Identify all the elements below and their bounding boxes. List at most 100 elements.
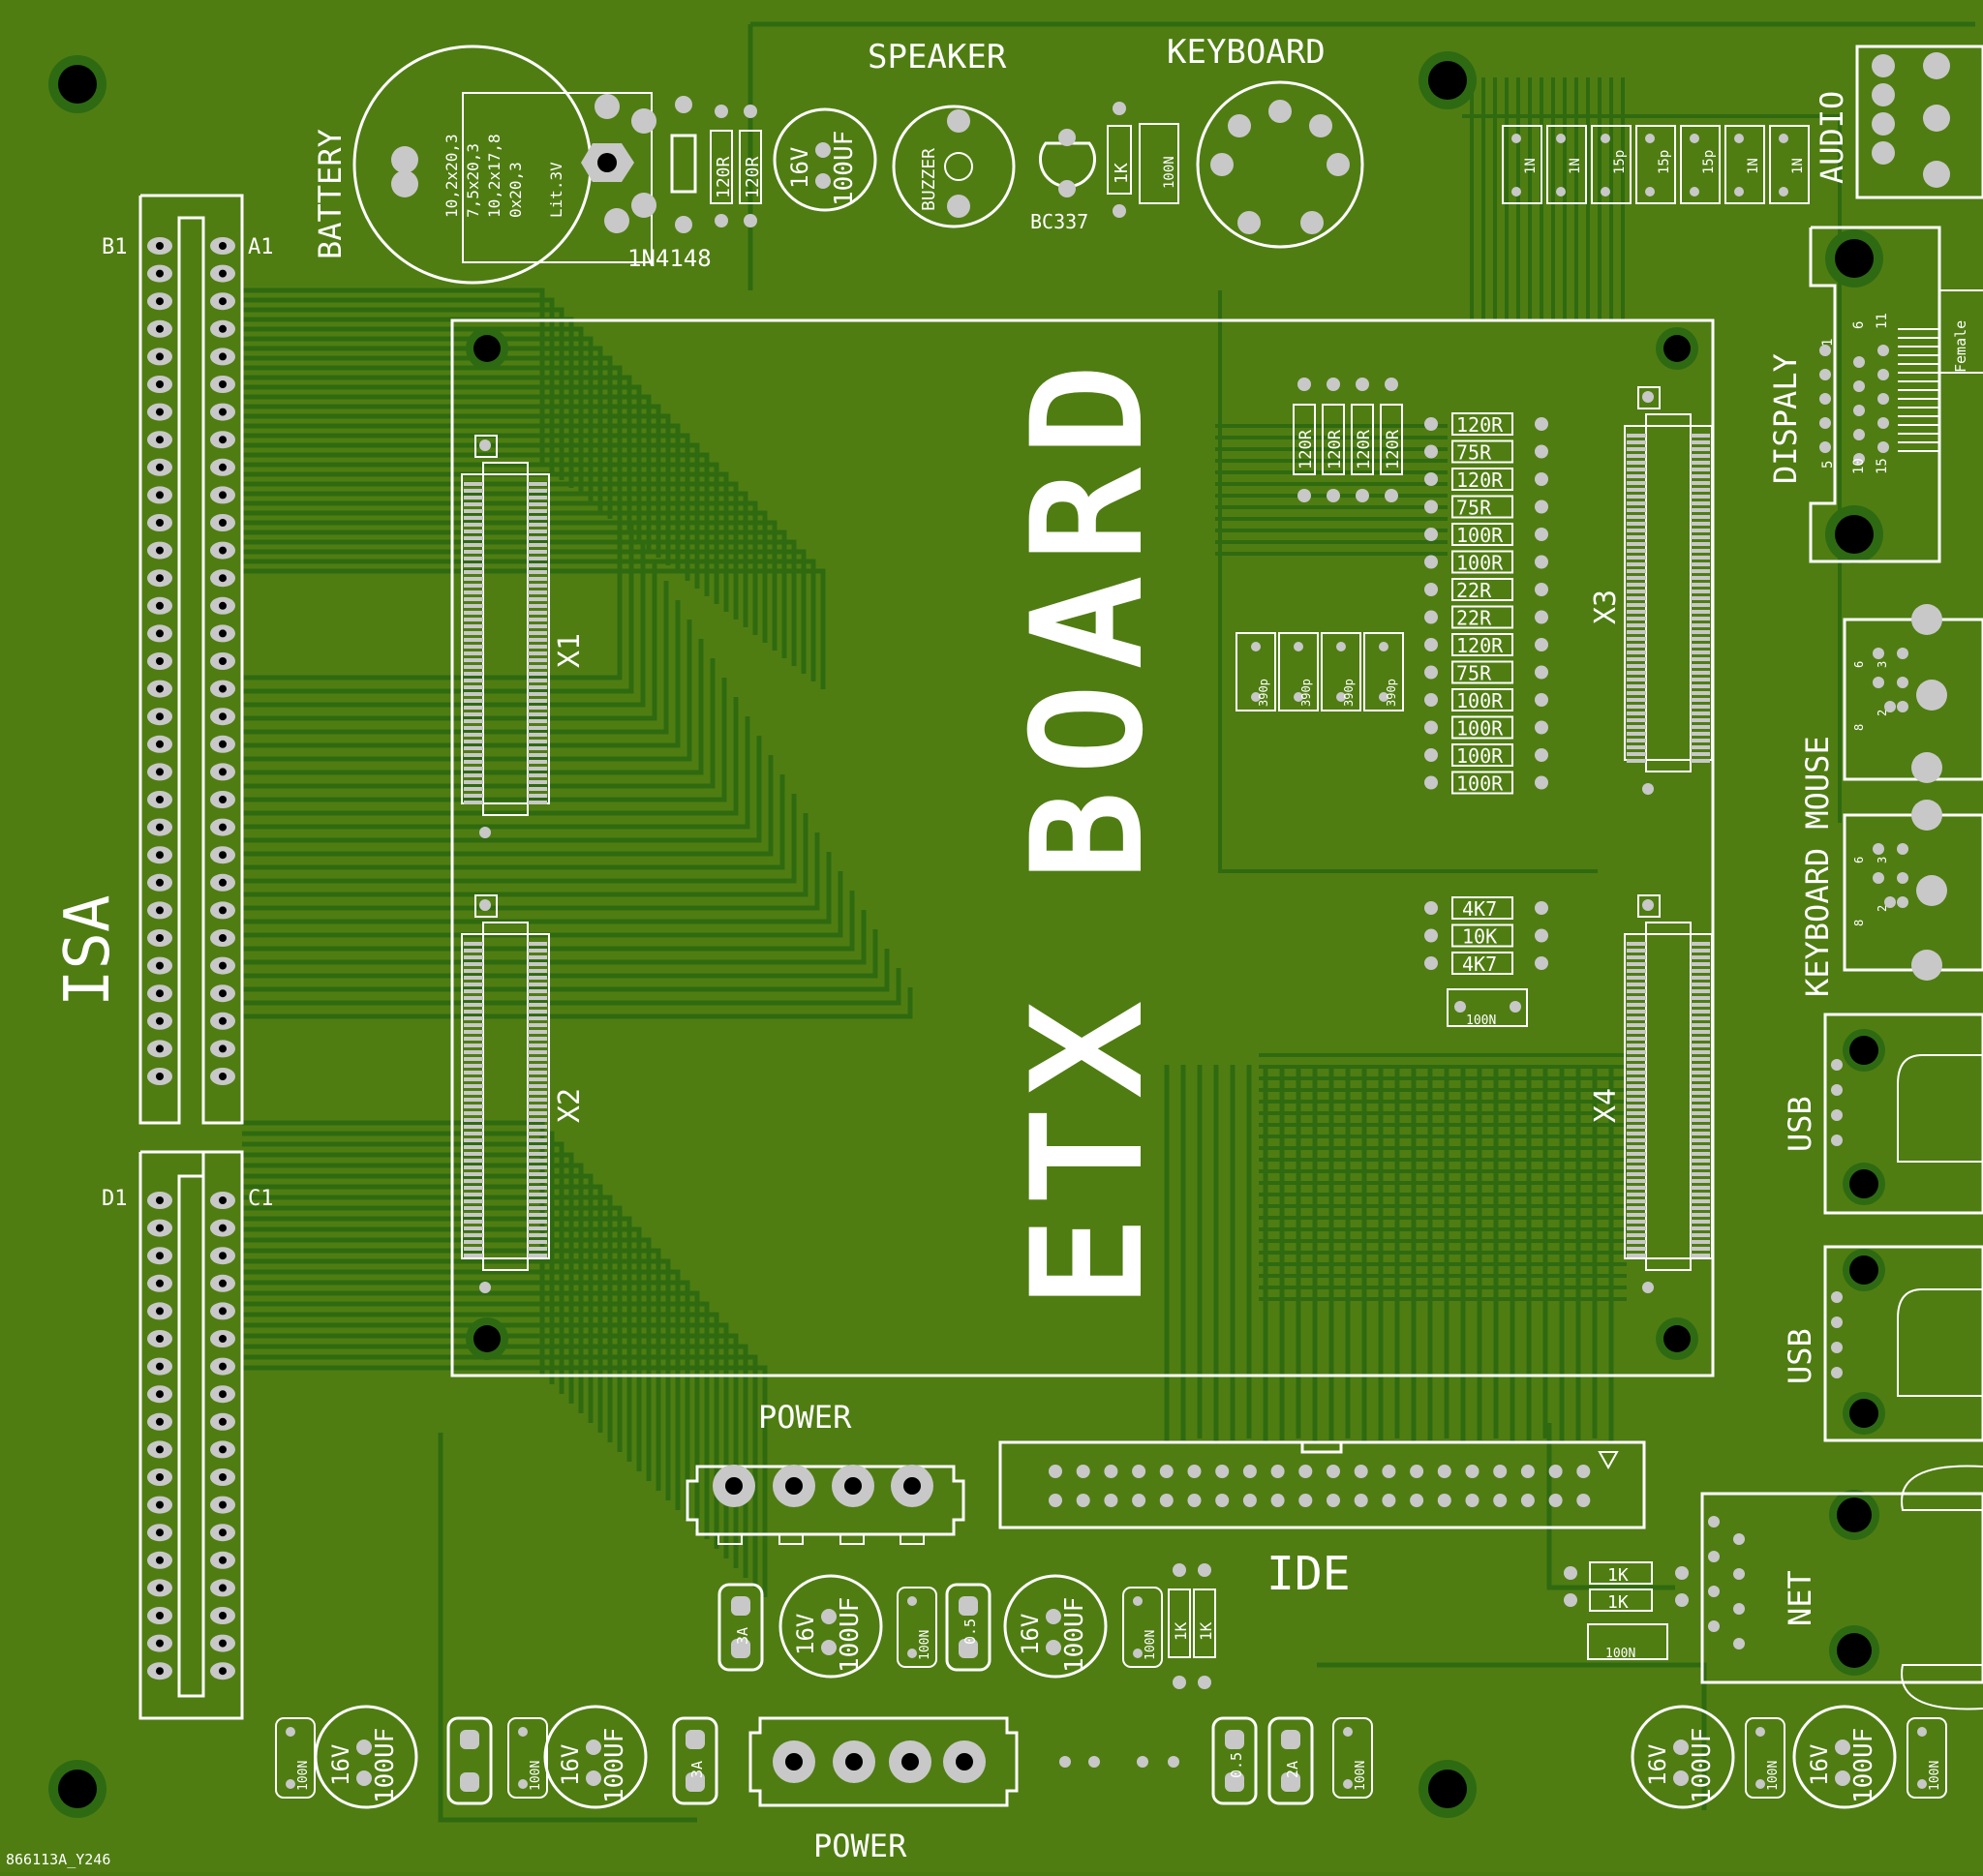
capacitor-value: 15p: [1612, 150, 1628, 174]
resistor-pad: [715, 214, 728, 227]
resistor-pad: [1424, 417, 1438, 431]
power-bottom-label: POWER: [813, 1828, 907, 1864]
x1-connector-pad: [464, 618, 483, 621]
ide-pin: [1465, 1465, 1480, 1478]
x2-connector-pad: [464, 1138, 483, 1142]
x2-connector-pad: [528, 1145, 547, 1149]
copper-trace: [242, 1301, 710, 1539]
x2-connector-pad: [464, 1084, 483, 1088]
x1-connector-pad: [528, 746, 547, 750]
x2-connector-pad: [528, 1254, 547, 1257]
capacitor-pad: [1556, 134, 1566, 143]
resistor-value: 1K: [1607, 1592, 1629, 1613]
x2-connector-pad: [464, 1050, 483, 1054]
ide-pin: [1437, 1465, 1451, 1478]
x4-connector-pad: [1691, 1016, 1710, 1020]
mount-hole-drill: [58, 65, 97, 104]
ide-pin: [1215, 1494, 1230, 1507]
x3-connector-pad: [1691, 468, 1710, 471]
ide-pin: [1327, 1494, 1340, 1507]
fuse-pad: [731, 1596, 750, 1616]
display-pin-label: 5: [1820, 461, 1836, 469]
x3-connector-pad: [1627, 651, 1646, 654]
display-pin: [1877, 345, 1889, 356]
x3-connector-pad: [1627, 542, 1646, 546]
x4-connector-pad: [1627, 962, 1646, 966]
x3-connector-pad: [1627, 610, 1646, 614]
capacitor-pad: [1294, 642, 1303, 651]
x2-connector-pad: [528, 969, 547, 973]
x1-connector-pad: [464, 780, 483, 784]
x4-connector-pad: [1691, 1064, 1710, 1068]
isa-pin-drill: [219, 352, 227, 361]
copper-trace: [242, 1152, 574, 1404]
ide-pin: [1410, 1494, 1424, 1507]
capacitor-pad: [1645, 134, 1655, 143]
x2-connector-pad: [464, 1172, 483, 1176]
isa-pin-drill: [156, 768, 164, 776]
x1-connector-pad: [528, 753, 547, 757]
x1-connector-pad: [464, 496, 483, 499]
x4-connector-pad: [1627, 1057, 1646, 1061]
capacitor-body: [1447, 988, 1528, 1027]
battery-pad: [631, 193, 656, 218]
electrolytic-pad: [821, 1640, 837, 1655]
copper-trace: [242, 1258, 671, 1500]
fuse-body: [1211, 1716, 1258, 1805]
isa-pin-drill: [156, 796, 164, 803]
x4-connector-pad: [1627, 996, 1646, 1000]
x3-connector-pad: [1691, 549, 1710, 553]
electrolytic-value: 100UF: [600, 1728, 629, 1803]
x2-connector-pad: [464, 983, 483, 986]
copper-trace: [242, 394, 652, 550]
resistor-pad: [1424, 693, 1438, 707]
isa-pin-drill: [156, 629, 164, 638]
power-bottom-drill: [901, 1753, 919, 1770]
x3-connector-pad: [1627, 549, 1646, 553]
resistor-pad: [1385, 378, 1398, 391]
x4-connector-pad: [1691, 1226, 1710, 1230]
x1-connector-pad: [528, 509, 547, 513]
ide-pin: [1298, 1465, 1313, 1478]
usb1-outline: [1823, 1013, 1983, 1215]
isa-pin-drill: [156, 851, 164, 860]
ide-pin: [1076, 1494, 1090, 1507]
isa-pin-drill: [156, 1016, 164, 1025]
capacitor-value: 100N: [918, 1630, 932, 1660]
x3-connector-pad: [1691, 637, 1710, 641]
diode-pad: [675, 216, 692, 233]
x4-connector-pad: [1627, 1254, 1646, 1257]
x3-connector-pad: [1627, 515, 1646, 519]
test-pad: [1168, 1756, 1179, 1768]
x3-connector-pad: [1627, 752, 1646, 756]
capacitor-pad: [1133, 1649, 1143, 1658]
ide-pin: [1049, 1465, 1062, 1478]
electrolytic-value: 100UF: [1688, 1728, 1717, 1803]
resistor-pad: [1535, 665, 1548, 680]
x1-connector-pad: [528, 699, 547, 703]
resistor-value: 10K: [1462, 925, 1497, 949]
resistor-pad: [1424, 775, 1438, 790]
resistor-pad: [1424, 499, 1438, 514]
x1-connector-pad: [528, 794, 547, 798]
x4-connector-pad: [1691, 1104, 1710, 1108]
x3-connector-pad: [1691, 542, 1710, 546]
capacitor-value: 390p: [1257, 679, 1270, 707]
x4-connector-pad: [1691, 955, 1710, 959]
x1-connector-pad: [464, 699, 483, 703]
copper-trace: [1218, 290, 1598, 873]
ps2-pin: [1873, 843, 1884, 855]
din-pad: [1237, 211, 1261, 234]
x4-connector-pad: [1691, 1118, 1710, 1122]
copper-trace: [242, 471, 729, 612]
resistor-body: [1451, 523, 1513, 546]
x3-connector-pad: [1627, 461, 1646, 465]
capacitor-pad: [1251, 642, 1261, 651]
mount-hole-drill: [473, 335, 501, 362]
copper-trace: [242, 326, 584, 496]
electrolytic-pad: [356, 1770, 372, 1786]
copper-trace: [242, 549, 807, 674]
audio-pad: [1872, 54, 1895, 77]
isa-pin-drill: [156, 906, 164, 915]
electrolytic-pad: [356, 1740, 372, 1755]
